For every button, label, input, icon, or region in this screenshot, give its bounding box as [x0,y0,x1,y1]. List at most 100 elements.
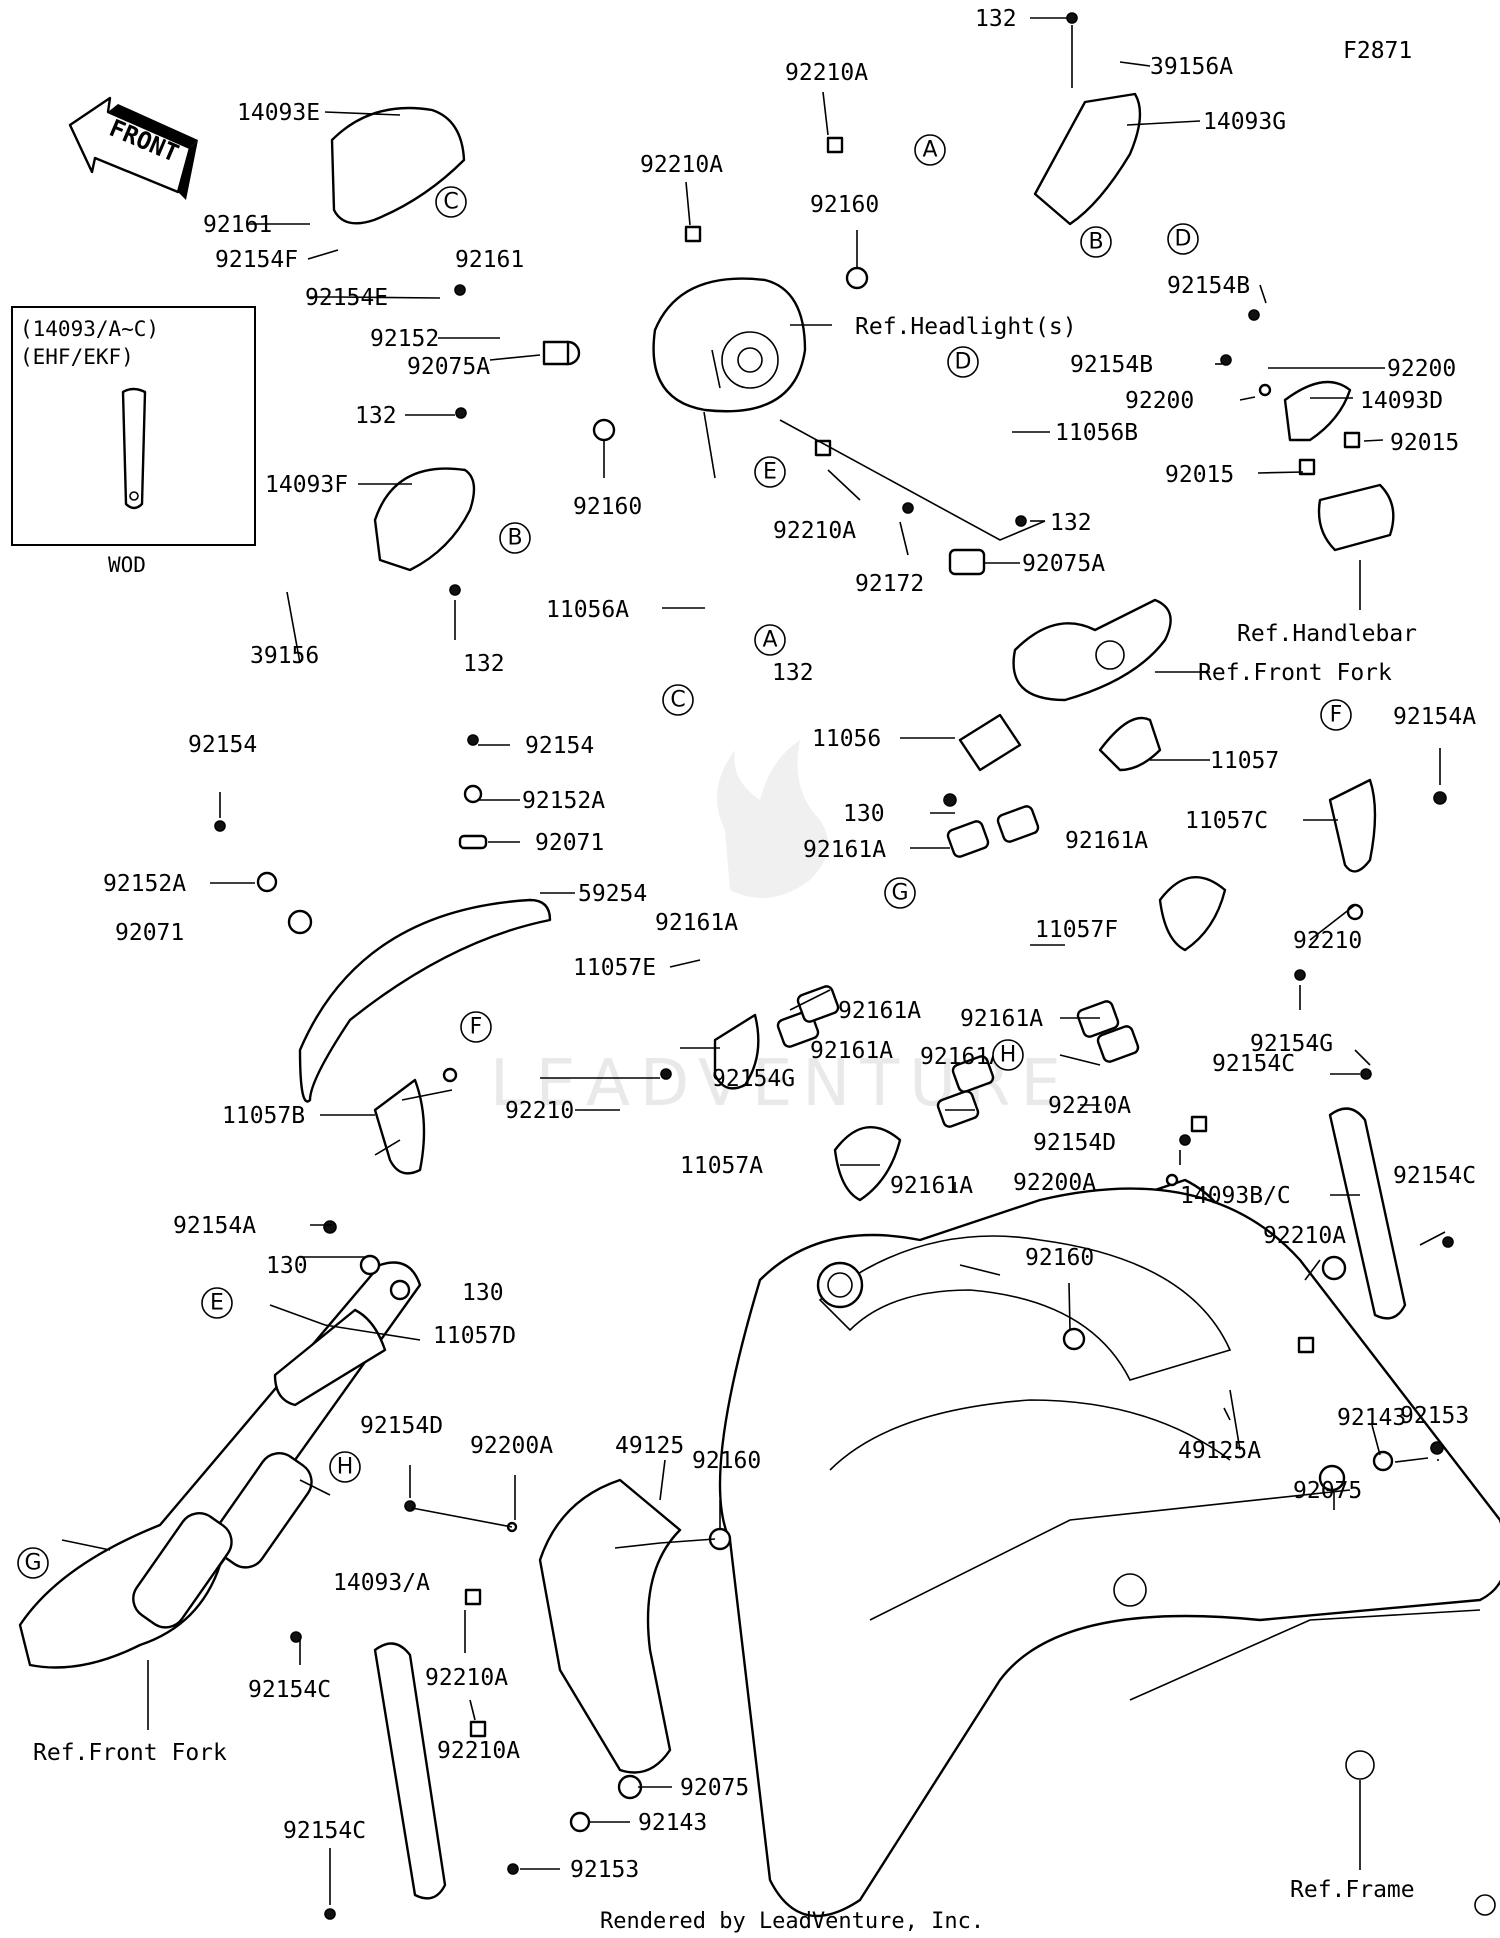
callout-2: B [1080,226,1112,258]
label-9: 92154F [215,247,298,273]
callout-7: B [499,522,531,554]
label-23: 14093F [265,472,348,498]
label-12: 92152 [370,326,439,352]
label-16: 92154B [1070,352,1153,378]
label-26: 92210A [773,518,856,544]
callout-16-text: G [24,1551,41,1576]
label-14: Ref.Headlight(s) [855,314,1077,340]
bracket-11056 [958,713,1022,772]
label-6: 92210A [640,152,723,178]
label-49: 92071 [115,920,184,946]
label-2: 39156A [1150,54,1233,80]
label-29: 92075A [1022,551,1105,577]
variant-box-line1: (14093/A~C) [20,317,159,341]
cover-14093G [1033,92,1142,226]
label-63: 92210A [1048,1093,1131,1119]
callout-10-text: F [1330,703,1343,728]
bracket-11057 [1098,716,1162,772]
label-71: 130 [266,1253,308,1279]
callout-14-text: E [210,1291,224,1316]
callout-1: A [914,134,946,166]
label-11: 92154E [305,285,388,311]
callout-11-text: G [891,881,908,906]
sleeve-92161A-6 [1076,1000,1120,1038]
callout-12: F [460,1011,492,1043]
label-62: 11057B [222,1103,305,1129]
label-84: 14093/A [333,1570,430,1596]
callout-13-text: H [1000,1043,1017,1068]
callout-8-text: A [762,628,777,653]
callout-9: C [662,684,694,716]
callout-16: G [17,1547,49,1579]
part-shapes [18,12,1500,1920]
label-93: Ref.Frame [1290,1877,1415,1903]
label-77: 92143 [1337,1405,1406,1431]
sleeve-92161A-4 [796,985,840,1023]
callout-6: E [754,456,786,488]
label-88: 92210A [437,1738,520,1764]
label-34: 132 [772,660,814,686]
label-1: 132 [975,6,1017,32]
label-76: 92153 [1400,1403,1469,1429]
callout-5: D [947,346,979,378]
label-40: 11056 [812,726,881,752]
label-68: 14093B/C [1180,1183,1291,1209]
bracket-11057A [833,1126,902,1202]
cover-14093D [1283,380,1352,442]
footer-credit: Rendered by LeadVenture, Inc. [600,1909,984,1934]
bracket-11057D [273,1308,387,1407]
bracket-11057F [1158,876,1227,952]
label-7: 92160 [810,192,879,218]
label-78: 92154D [360,1413,443,1439]
label-17: 92200 [1387,356,1456,382]
label-27: 132 [1050,510,1092,536]
front-direction-arrow: FRONT [68,96,198,200]
label-90: 92154C [283,1818,366,1844]
label-18: 92200 [1125,388,1194,414]
label-43: 11057C [1185,808,1268,834]
label-41: 11057 [1210,748,1279,774]
cover-14093E [330,106,466,225]
label-45: 92161A [803,837,886,863]
label-46: 92161A [1065,828,1148,854]
main-frame [718,1187,1500,1918]
label-21: 92015 [1165,462,1234,488]
label-89: 92075 [680,1775,749,1801]
callout-7-text: B [507,526,522,551]
label-74: 92210A [1263,1223,1346,1249]
sleeve-92161A-5 [1096,1025,1140,1063]
variant-box-line2: (EHF/EKF) [20,345,134,369]
label-73: 92160 [1025,1245,1094,1271]
label-3: 14093G [1203,109,1286,135]
label-58: 92161A [810,1038,893,1064]
label-85: 92210A [425,1665,508,1691]
label-86: 92154C [248,1677,331,1703]
label-53: 11057F [1035,917,1118,943]
label-5: 14093E [237,100,320,126]
variant-box-caption: WOD [108,553,146,577]
label-20: 92015 [1390,430,1459,456]
label-72: 130 [462,1280,504,1306]
cover-14093A [373,1642,447,1900]
label-83: 92075 [1293,1478,1362,1504]
label-24: 92160 [573,494,642,520]
callout-12-text: F [470,1015,483,1040]
callout-10: F [1320,699,1352,731]
label-37: 92154 [525,733,594,759]
bracket-11057C [1328,778,1377,873]
callout-3: D [1167,223,1199,255]
label-67: 92200A [1013,1170,1096,1196]
label-55: 92161A [960,1006,1043,1032]
label-33: 11056A [546,597,629,623]
label-82: 49125A [1178,1438,1261,1464]
label-54: 92210 [1293,928,1362,954]
label-31: 39156 [250,643,319,669]
label-8: 92161 [203,212,272,238]
label-75: 11057D [433,1323,516,1349]
callout-11: G [884,877,916,909]
sleeve-92161A-1 [946,820,990,858]
callout-9-text: C [670,688,685,713]
sleeve-92161A-8 [936,1090,980,1128]
callout-5-text: D [955,350,972,375]
